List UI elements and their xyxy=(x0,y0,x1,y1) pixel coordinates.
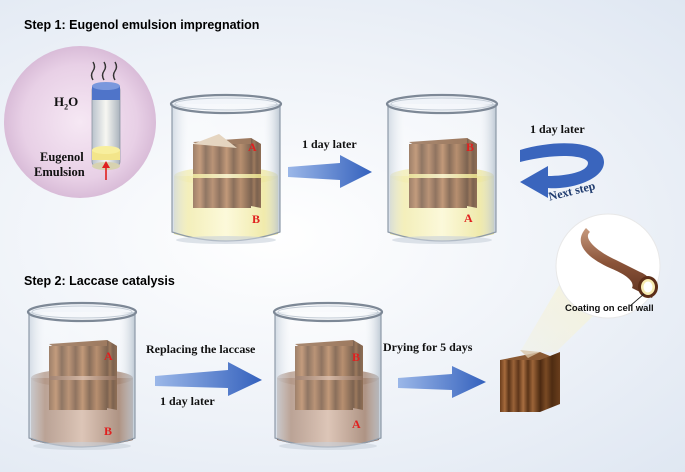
curved-next-arrow xyxy=(520,143,604,198)
beaker4-bottom-face: A xyxy=(352,417,361,431)
dried-wood-block xyxy=(500,350,560,412)
curve-arrow-label: 1 day later xyxy=(530,122,585,136)
step2-heading: Step 2: Laccase catalysis xyxy=(24,274,175,288)
coating-callout-label: Coating on cell wall xyxy=(565,303,654,314)
drying-label: Drying for 5 days xyxy=(383,340,473,354)
arrow-step2-replace xyxy=(155,362,262,396)
beaker-2 xyxy=(385,93,499,244)
up-arrow-icon xyxy=(102,161,110,180)
beaker1-top-face: A xyxy=(248,140,257,154)
replace-laccase-label: Replacing the laccase xyxy=(146,342,256,356)
arrow-step2-drying xyxy=(398,366,486,398)
beaker-3 xyxy=(26,301,138,450)
beaker3-bottom-face: B xyxy=(104,424,113,438)
steam-icon xyxy=(90,61,118,81)
emulsion-label-line2: Emulsion xyxy=(34,165,85,179)
step2-day-label: 1 day later xyxy=(160,394,215,408)
emulsion-inset xyxy=(4,46,156,198)
beaker1-bottom-face: B xyxy=(252,212,261,226)
beaker3-top-face: A xyxy=(104,349,113,363)
h2o-label: H2O xyxy=(54,94,79,112)
beaker-1 xyxy=(169,93,283,244)
cell-wall-fiber-icon xyxy=(580,228,658,307)
step1-heading: Step 1: Eugenol emulsion impregnation xyxy=(24,18,260,32)
beaker2-top-face: B xyxy=(466,140,475,154)
step1-arrow-label: 1 day later xyxy=(302,137,357,151)
arrow-step1 xyxy=(288,155,372,188)
vial-icon xyxy=(91,82,121,170)
beaker2-bottom-face: A xyxy=(464,211,473,225)
beaker-4 xyxy=(272,301,384,450)
beaker4-top-face: B xyxy=(352,350,361,364)
emulsion-label-line1: Eugenol xyxy=(40,150,84,164)
